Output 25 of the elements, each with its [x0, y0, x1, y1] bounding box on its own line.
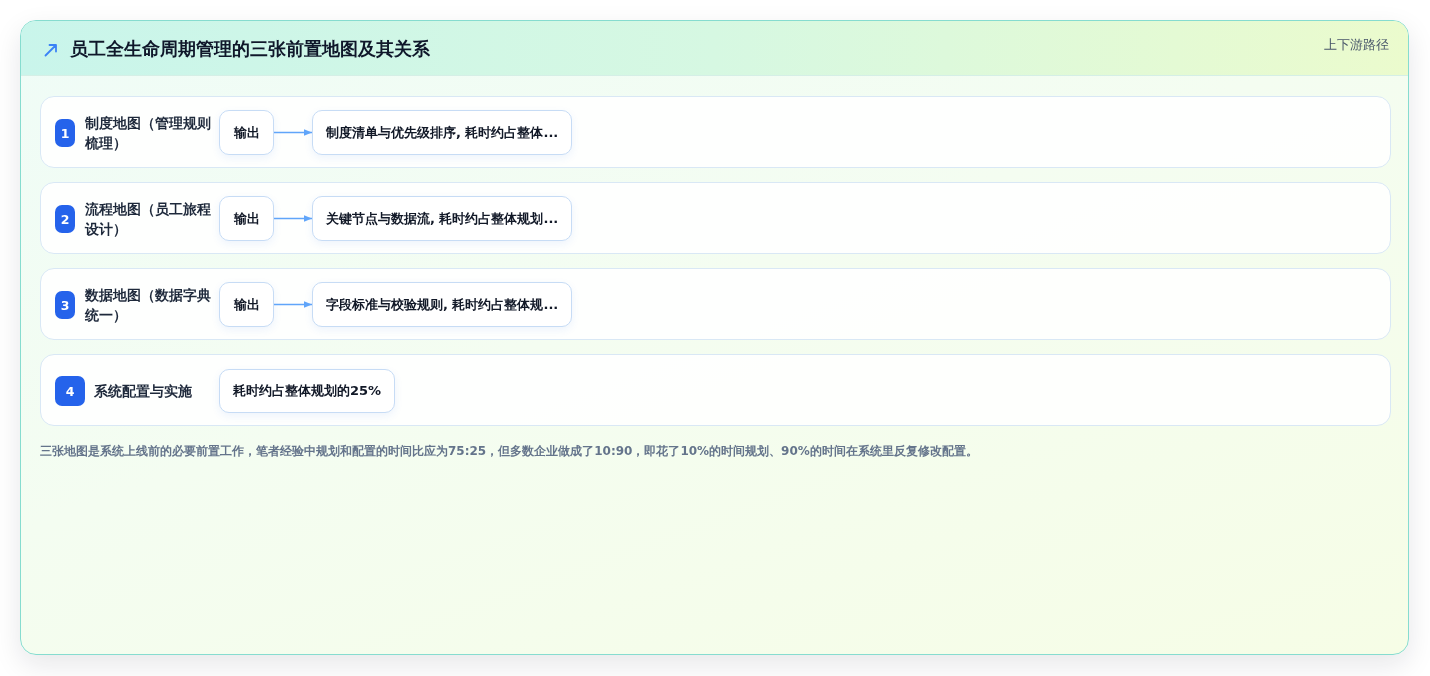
result-box: 制度清单与优先级排序, 耗时约占整体...: [312, 110, 573, 155]
tag-box: 输出: [219, 110, 274, 155]
tag-box: 输出: [219, 196, 274, 241]
row-panel: [40, 268, 1391, 340]
row-title: 制度地图（管理规则梳理）: [85, 114, 211, 153]
number-badge: 4: [55, 376, 85, 406]
number-badge: 3: [55, 291, 75, 319]
row-panel: [40, 182, 1391, 254]
arrow: [273, 215, 313, 222]
tag-box: 输出: [219, 282, 274, 327]
number-badge: 1: [55, 119, 75, 147]
result-box: 耗时约占整体规划的25%: [219, 369, 396, 413]
row-title: 流程地图（员工旅程设计）: [85, 200, 211, 239]
footnote: 三张地图是系统上线前的必要前置工作，笔者经验中规划和配置的时间比应为75:25，但多数企业做成了10:90，即花了10%的时间规划、90%的时间在系统里反复修改配置。: [40, 443, 978, 460]
row-title: 系统配置与实施: [94, 382, 193, 401]
header-label: 上下游路径: [1324, 36, 1389, 54]
row-panel: [40, 354, 1391, 426]
result-box: 字段标准与校验规则, 耗时约占整体规...: [312, 282, 573, 327]
arrow: [273, 129, 313, 136]
title: 员工全生命周期管理的三张前置地图及其关系: [70, 37, 430, 61]
row-title: 数据地图（数据字典统一）: [85, 286, 211, 325]
result-box: 关键节点与数据流, 耗时约占整体规划...: [312, 196, 573, 241]
row-panel: [40, 96, 1391, 168]
number-badge: 2: [55, 205, 75, 233]
arrow: [273, 301, 313, 308]
